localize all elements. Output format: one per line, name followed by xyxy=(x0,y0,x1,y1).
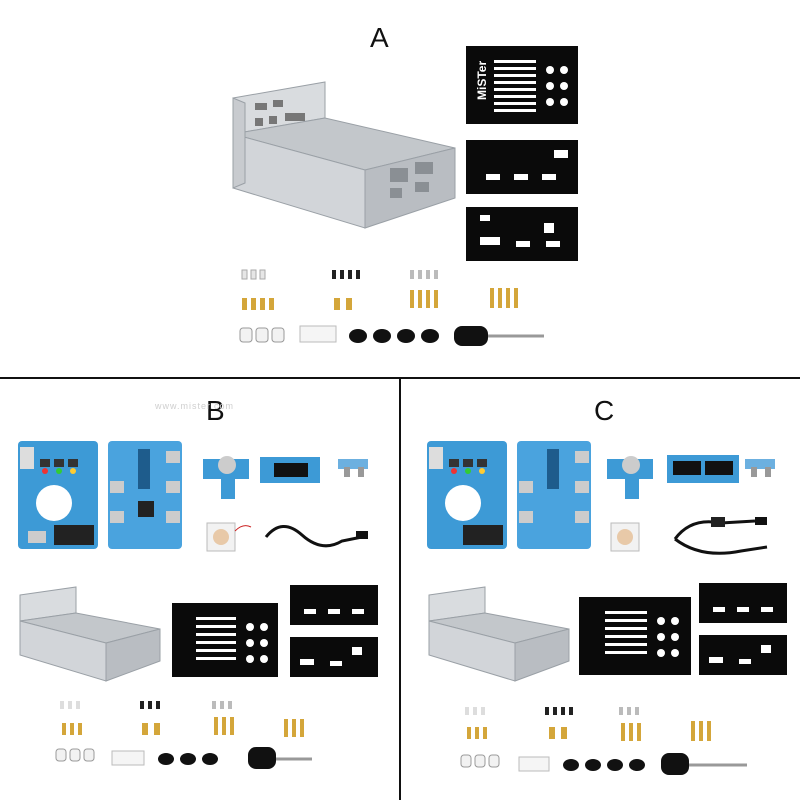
acrylic-plate-bottom xyxy=(699,635,787,675)
button-board xyxy=(745,459,775,477)
hardware-b xyxy=(55,701,312,769)
panel-c: C xyxy=(401,377,800,800)
hub-board xyxy=(517,441,591,549)
rtc-board xyxy=(203,456,249,499)
switch-cable xyxy=(673,517,768,555)
rtc-board xyxy=(607,456,653,499)
panel-c-letter: C xyxy=(594,395,615,426)
faceplate-brand: MiSTer xyxy=(475,61,489,100)
usb-cable xyxy=(264,525,368,548)
panel-b-letter: B xyxy=(206,395,225,426)
button-board xyxy=(338,459,368,477)
acrylic-plate-middle xyxy=(466,140,578,194)
io-board xyxy=(18,441,98,549)
hub-board xyxy=(108,441,182,549)
panel-a: A MiSTer xyxy=(0,0,800,377)
acrylic-plate-middle xyxy=(699,583,787,623)
white-nuts xyxy=(239,327,285,343)
acrylic-faceplate-top: MiSTer xyxy=(466,46,578,124)
sdram-board xyxy=(667,455,739,483)
silver-screws xyxy=(410,270,438,279)
hardware-c xyxy=(460,707,747,775)
sdram-board xyxy=(260,457,320,483)
metal-case xyxy=(19,586,161,682)
acrylic-faceplate-top xyxy=(172,603,278,677)
acrylic-plate-bottom xyxy=(290,637,378,677)
white-screws xyxy=(241,269,266,280)
panel-a-letter: A xyxy=(370,22,389,53)
screwdriver xyxy=(454,326,544,346)
rubber-feet xyxy=(349,329,439,343)
hardware-row-b xyxy=(239,325,544,346)
watermark: www.mister.com xyxy=(155,401,235,411)
hardware-row-a xyxy=(241,269,518,310)
cooling-fan xyxy=(610,522,640,552)
black-screws xyxy=(332,270,360,279)
acrylic-plate-bottom xyxy=(466,207,578,261)
io-board xyxy=(427,441,507,549)
acrylic-faceplate-top xyxy=(579,597,691,675)
cooling-fan xyxy=(206,522,252,552)
clear-spacer xyxy=(299,325,337,343)
panel-b: B www.mister.com xyxy=(0,377,401,800)
acrylic-plate-middle xyxy=(290,585,378,625)
brass-standoffs xyxy=(242,288,518,310)
metal-case xyxy=(428,586,570,682)
metal-case xyxy=(232,81,456,229)
